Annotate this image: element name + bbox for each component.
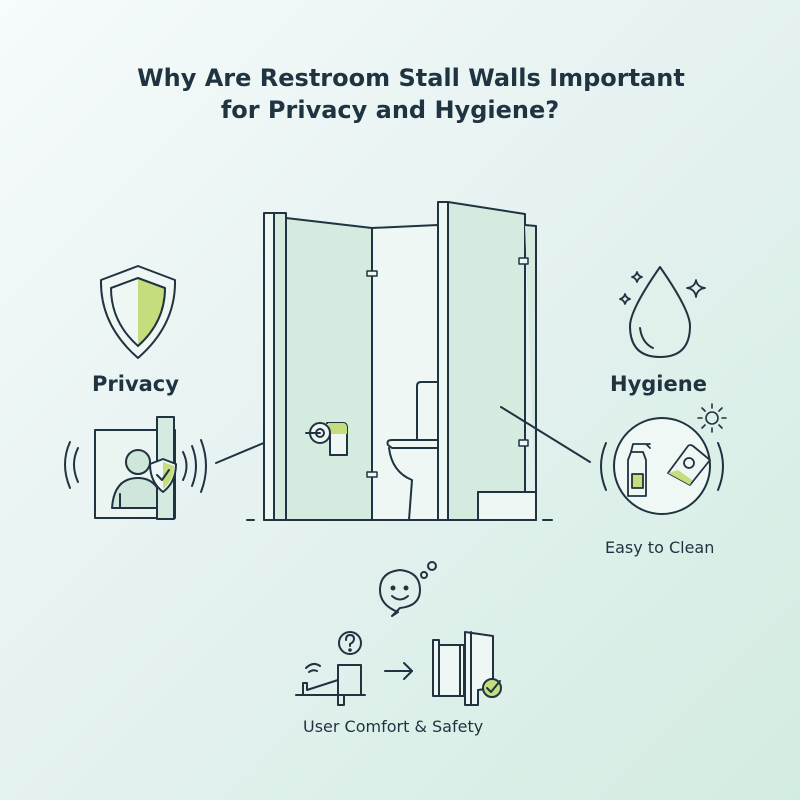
toilet-paper-holder [305,422,348,456]
question-mark-icon [338,631,362,655]
title-line-1: Why Are Restroom Stall Walls Important [137,64,685,92]
spray-bottle-icon [627,443,651,497]
hygiene-connector [500,406,591,463]
person-behind-wall-icon [94,416,177,520]
germ-icon [697,403,727,433]
sparkle-icon [619,271,706,305]
page-title: Why Are Restroom Stall Walls Important f… [0,62,800,126]
title-line-2: for Privacy and Hygiene? [220,96,560,124]
toilet [386,381,439,521]
easy-to-clean-caption: Easy to Clean [605,538,715,557]
smiley-speech-bubble-icon [379,561,437,617]
user-comfort-caption: User Comfort & Safety [303,717,484,736]
stall-door-right [447,201,526,521]
restroom-stall [246,201,553,521]
hygiene-label: Hygiene [610,372,707,396]
person-entering-icon [295,662,366,706]
water-drop-icon [629,266,691,358]
checkmark-icon [482,678,502,698]
cleaning-cloth-icon [667,444,711,486]
shield-icon [99,265,177,359]
sound-waves-icon [64,439,207,493]
privacy-label: Privacy [92,372,179,396]
closed-stall-icon [432,631,494,706]
arrow-right-icon [384,662,413,680]
stall-door-left [285,217,373,521]
